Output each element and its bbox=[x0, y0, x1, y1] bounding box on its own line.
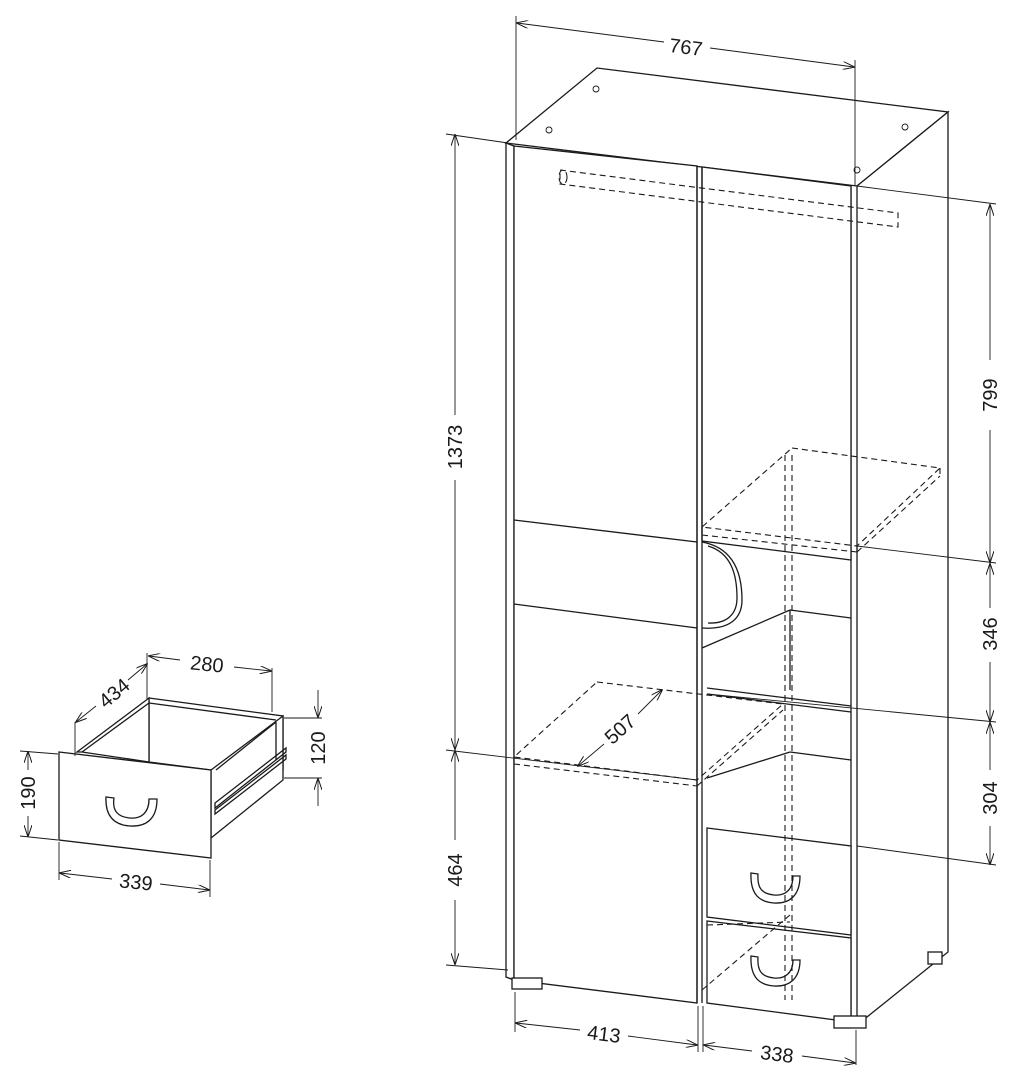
dim-drawer-front-width: 339 bbox=[118, 870, 153, 895]
drawer-handle-icon bbox=[105, 796, 158, 827]
dim-left-width: 413 bbox=[586, 1022, 622, 1048]
wardrobe-dimensions: 767 1373 464 799 346 304 507 bbox=[445, 16, 1002, 1068]
foot bbox=[511, 977, 543, 990]
dim-drawer-depth: 434 bbox=[95, 675, 135, 713]
dim-drawer-inner-height: 120 bbox=[308, 731, 330, 764]
dim-height-upper: 1373 bbox=[445, 425, 467, 470]
dim-right-width: 338 bbox=[759, 1042, 795, 1068]
wardrobe-right-side-panel bbox=[856, 110, 949, 1027]
foot bbox=[833, 1015, 867, 1029]
wardrobe-lower-drawer bbox=[706, 920, 852, 1023]
top-hole bbox=[592, 85, 600, 93]
top-hole bbox=[545, 126, 553, 134]
dim-right-shelf-gap-1: 346 bbox=[980, 617, 1002, 650]
foot bbox=[927, 951, 943, 965]
drawer-runner bbox=[214, 746, 287, 816]
door-handle bbox=[701, 541, 743, 629]
drawer-front bbox=[58, 751, 212, 859]
dim-right-shelf-gap-2: 304 bbox=[980, 781, 1002, 814]
hanging-rail-hidden bbox=[559, 169, 899, 228]
dim-height-lower: 464 bbox=[445, 853, 467, 886]
top-hole bbox=[901, 123, 909, 131]
wardrobe-left-side-panel bbox=[505, 142, 515, 981]
drawer-detail bbox=[58, 696, 287, 859]
wardrobe-right-door bbox=[701, 166, 852, 561]
wardrobe-upper-drawer bbox=[706, 827, 852, 936]
drawer-handle-icon bbox=[750, 872, 801, 904]
dim-right-upper-space: 799 bbox=[980, 378, 1002, 411]
wardrobe-left-door bbox=[513, 145, 698, 1004]
dim-drawer-height: 190 bbox=[18, 776, 40, 809]
top-hole bbox=[853, 166, 861, 174]
wardrobe bbox=[504, 67, 950, 1029]
dim-width-total: 767 bbox=[668, 35, 704, 61]
drawer-handle-icon bbox=[750, 955, 801, 987]
dim-drawer-inner-width: 280 bbox=[189, 652, 224, 677]
